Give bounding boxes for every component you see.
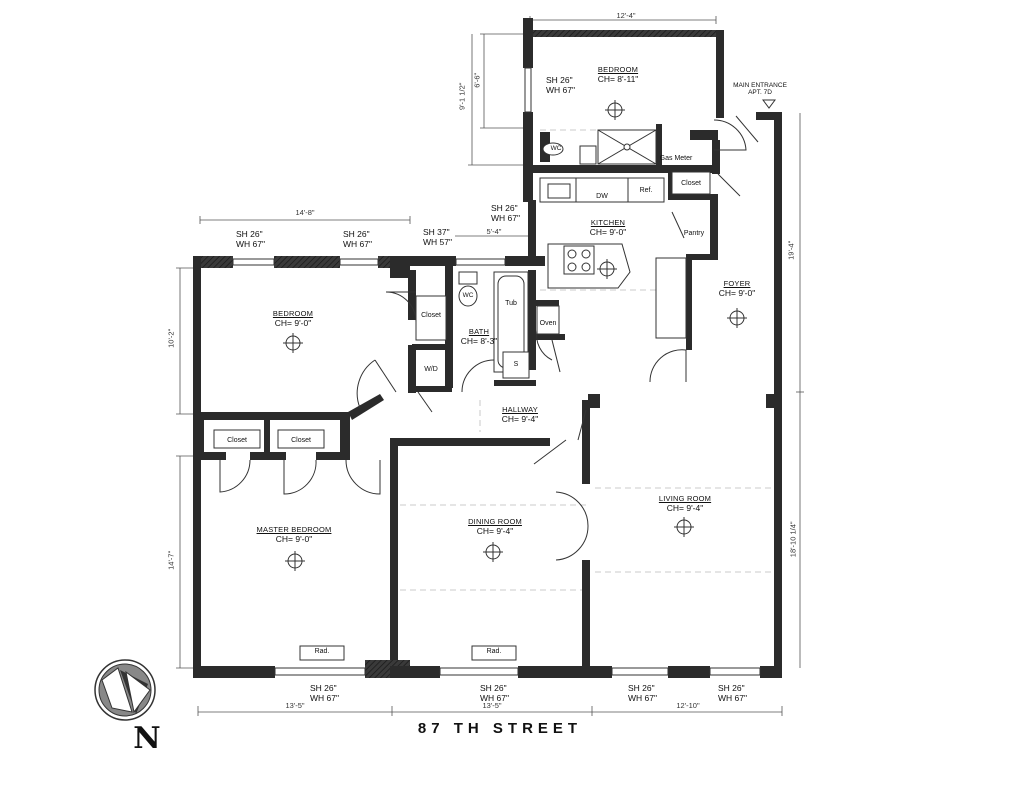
room-kitchen: KITCHEN CH= 9'-0": [568, 218, 648, 237]
room-foyer: FOYER CH= 9'-0": [697, 279, 777, 298]
dimension-label: 14'-8": [295, 208, 315, 217]
window-sh: SH 26": [491, 203, 518, 213]
walls: [193, 18, 782, 678]
room-name: MASTER BEDROOM: [256, 525, 332, 534]
window-wh: WH 67": [310, 692, 339, 703]
ceiling-height: CH= 9'-4": [501, 413, 539, 424]
closet-label: Closet: [227, 437, 247, 444]
window-sh: SH 26": [718, 683, 745, 693]
room-name: LIVING ROOM: [658, 494, 712, 503]
radiator-label: Rad.: [314, 648, 330, 655]
ceiling-height: CH= 8'-11": [597, 73, 639, 84]
window-spec: SH 26" WH 67": [718, 683, 747, 704]
dimension-label: 13'-5": [285, 701, 305, 710]
room-hallway: HALLWAY CH= 9'-4": [480, 405, 560, 424]
window-wh: WH 67": [236, 238, 265, 249]
main-entrance-label: MAIN ENTRANCE APT. 7D: [728, 82, 792, 97]
gas-meter-label: Gas Meter: [659, 155, 693, 162]
window-sh: SH 26": [236, 229, 263, 239]
closet-label: Closet: [421, 312, 441, 319]
window-wh: WH 67": [343, 238, 372, 249]
window-sh: SH 26": [343, 229, 370, 239]
dimension-label: 14'-7": [166, 550, 176, 570]
ceiling-height: CH= 9'-0": [274, 317, 312, 328]
room-dining: DINING ROOM CH= 9'-4": [450, 517, 540, 536]
ceiling-height: CH= 9'-0": [275, 533, 313, 544]
window-spec: SH 26" WH 67": [628, 683, 657, 704]
radiator-label: Rad.: [486, 648, 502, 655]
dimension-label: 6'-6": [472, 72, 482, 88]
dimension-label: 10'-2": [166, 328, 176, 348]
room-bedroom-left: BEDROOM CH= 9'-0": [253, 309, 333, 328]
window-spec: SH 26" WH 67": [491, 203, 520, 224]
ceiling-height: CH= 9'-0": [589, 226, 627, 237]
room-master-bedroom: MASTER BEDROOM CH= 9'-0": [244, 525, 344, 544]
pantry-label: Pantry: [683, 230, 705, 237]
window-wh: WH 57": [423, 236, 452, 247]
dimension-label: 19'-4": [786, 240, 796, 260]
window-sh: SH 26": [628, 683, 655, 693]
window-spec: SH 26" WH 67": [546, 75, 575, 96]
dishwasher-label: DW: [596, 193, 608, 200]
wc-label: WC: [550, 145, 562, 152]
tub-label: Tub: [505, 300, 517, 307]
sink-label: S: [513, 361, 519, 368]
room-name: BEDROOM: [597, 65, 639, 74]
room-bedroom-top: BEDROOM CH= 8'-11": [578, 65, 658, 84]
ceiling-height: CH= 8'-3": [460, 335, 498, 346]
fixtures: [213, 99, 776, 661]
room-bath: BATH CH= 8'-3": [444, 327, 514, 346]
window-sh: SH 26": [480, 683, 507, 693]
window-wh: WH 67": [480, 692, 509, 703]
window-wh: WH 67": [491, 212, 520, 223]
dimension-label: 13'-5": [482, 701, 502, 710]
room-name: BEDROOM: [272, 309, 314, 318]
windows: [232, 67, 761, 676]
street-label: 87 TH STREET: [417, 720, 583, 737]
window-sh: SH 37": [423, 227, 450, 237]
ceiling-height: CH= 9'-4": [666, 502, 704, 513]
room-name: FOYER: [723, 279, 751, 288]
ceiling-height: CH= 9'-4": [476, 525, 514, 536]
dimension-label: 9'-1 1/2": [457, 82, 467, 111]
closet-label: Closet: [681, 180, 701, 187]
dimension-label: 12'-4": [616, 11, 636, 20]
wc-label: WC: [462, 292, 474, 299]
washer-dryer-label: W/D: [424, 366, 438, 373]
window-spec: SH 26" WH 67": [310, 683, 339, 704]
north-indicator: N: [133, 721, 161, 756]
dimension-label: 18'-10 1/4": [788, 521, 798, 558]
dimension-label: 12'-10": [676, 701, 700, 710]
room-name: HALLWAY: [502, 405, 538, 414]
oven-label: Oven: [539, 320, 557, 327]
room-name: BATH: [468, 327, 490, 336]
compass-rose: [94, 659, 156, 721]
main-entrance-text: MAIN ENTRANCE: [733, 82, 787, 89]
refrigerator-label: Ref.: [639, 187, 653, 194]
apartment-number: APT. 7D: [748, 89, 772, 97]
window-spec: SH 37" WH 57": [423, 227, 452, 248]
window-spec: SH 26" WH 67": [480, 683, 509, 704]
window-wh: WH 67": [718, 692, 747, 703]
window-spec: SH 26" WH 67": [236, 229, 265, 250]
window-sh: SH 26": [546, 75, 573, 85]
window-wh: WH 67": [546, 84, 575, 95]
room-name: KITCHEN: [590, 218, 626, 227]
dimension-lines: [176, 16, 804, 716]
room-name: DINING ROOM: [468, 517, 522, 526]
window-spec: SH 26" WH 67": [343, 229, 372, 250]
dimension-label: 5'-4": [486, 227, 502, 236]
closet-label: Closet: [291, 437, 311, 444]
room-living: LIVING ROOM CH= 9'-4": [640, 494, 730, 513]
ceiling-height: CH= 9'-0": [718, 287, 756, 298]
window-wh: WH 67": [628, 692, 657, 703]
window-sh: SH 26": [310, 683, 337, 693]
